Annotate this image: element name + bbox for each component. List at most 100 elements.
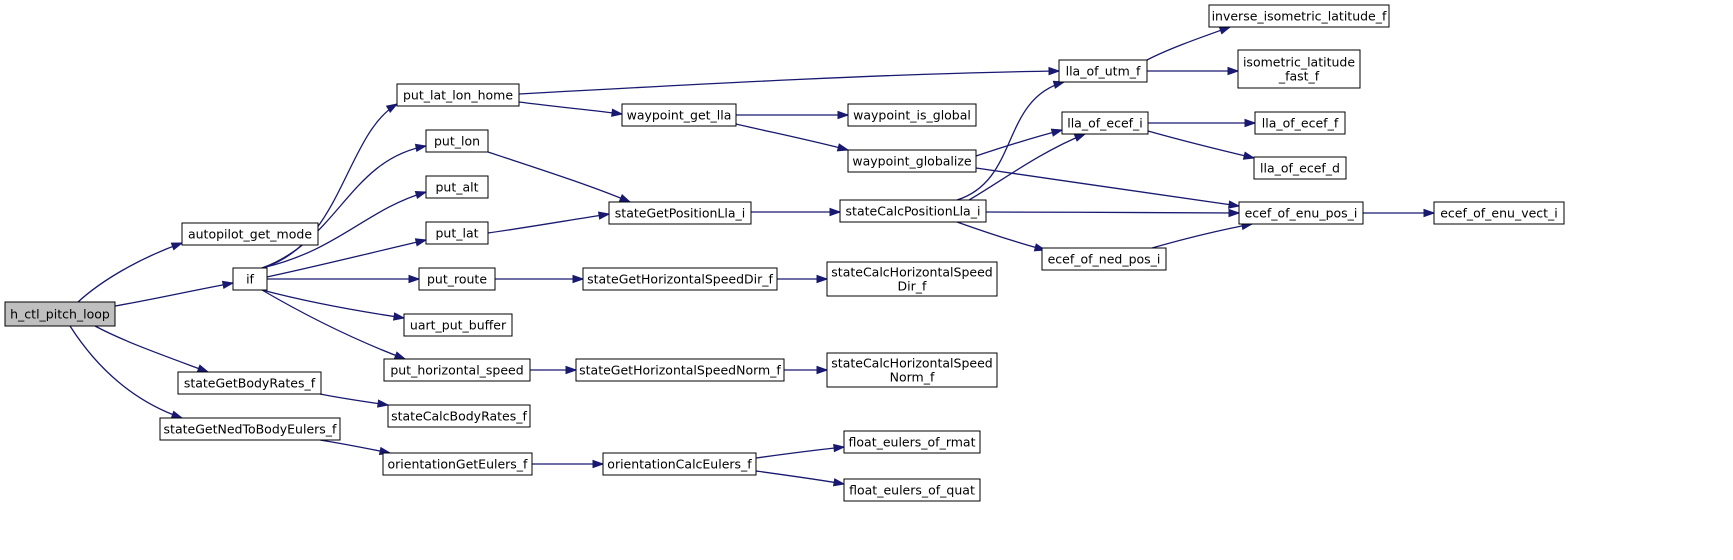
- node-box[interactable]: [621, 103, 737, 127]
- node-box[interactable]: [1254, 111, 1346, 135]
- node-box[interactable]: [396, 83, 520, 107]
- node-put_horizontal_speed[interactable]: put_horizontal_speed: [383, 358, 531, 382]
- node-box[interactable]: [425, 129, 489, 153]
- node-ecef_of_ned_pos_i[interactable]: ecef_of_ned_pos_i: [1041, 247, 1167, 271]
- node-put_alt[interactable]: put_alt: [425, 175, 489, 199]
- edge-lla_of_utm_f-to-inverse_isometric_latitude_f: [1146, 26, 1232, 61]
- node-box[interactable]: [575, 358, 785, 382]
- edge-line: [1146, 26, 1231, 61]
- node-label: lla_of_ecef_i: [1067, 116, 1143, 131]
- node-put_lat_lon_home[interactable]: put_lat_lon_home: [396, 83, 520, 107]
- node-put_lon[interactable]: put_lon: [425, 129, 489, 153]
- node-label: put_route: [427, 272, 487, 287]
- edge-arrowhead: [1228, 208, 1241, 218]
- node-box[interactable]: [582, 267, 778, 291]
- edge-arrowhead: [392, 312, 406, 321]
- node-box[interactable]: [826, 261, 998, 297]
- edge-if-to-put_lat_lon_home: [261, 103, 399, 269]
- node-box[interactable]: [177, 371, 322, 395]
- edge-if-to-put_horizontal_speed: [261, 289, 407, 360]
- edge-ecef_of_ned_pos_i-to-ecef_of_enu_pos_i: [1151, 221, 1254, 249]
- node-box[interactable]: [847, 149, 977, 173]
- node-label: _fast_f: [1278, 69, 1320, 84]
- node-inverse_isometric_latitude_f[interactable]: inverse_isometric_latitude_f: [1208, 4, 1390, 28]
- node-box[interactable]: [602, 452, 757, 476]
- node-stateGetPositionLla_i[interactable]: stateGetPositionLla_i: [608, 201, 752, 225]
- node-box[interactable]: [1058, 59, 1148, 83]
- node-box[interactable]: [826, 352, 998, 388]
- node-isometric_latitude_fast_f[interactable]: isometric_latitude_fast_f: [1237, 49, 1361, 89]
- node-stateGetHorizontalSpeedDir_f[interactable]: stateGetHorizontalSpeedDir_f: [582, 267, 778, 291]
- node-label: lla_of_ecef_f: [1262, 116, 1339, 131]
- node-box[interactable]: [425, 175, 489, 199]
- node-lla_of_ecef_f[interactable]: lla_of_ecef_f: [1254, 111, 1346, 135]
- node-ecef_of_enu_vect_i[interactable]: ecef_of_enu_vect_i: [1433, 201, 1565, 225]
- node-box[interactable]: [383, 358, 531, 382]
- node-box[interactable]: [1253, 156, 1347, 180]
- node-stateCalcPositionLla_i[interactable]: stateCalcPositionLla_i: [839, 199, 987, 223]
- node-lla_of_ecef_d[interactable]: lla_of_ecef_d: [1253, 156, 1347, 180]
- node-box[interactable]: [387, 404, 531, 428]
- node-box[interactable]: [839, 199, 987, 223]
- node-label: ecef_of_ned_pos_i: [1048, 252, 1161, 267]
- node-put_route[interactable]: put_route: [418, 267, 496, 291]
- edge-arrowhead: [832, 478, 846, 487]
- node-box[interactable]: [847, 103, 977, 127]
- edge-waypoint_globalize-to-ecef_of_enu_pos_i: [975, 167, 1241, 209]
- edge-stateCalcPositionLla_i-to-lla_of_ecef_i: [968, 133, 1087, 201]
- node-orientationGetEulers_f[interactable]: orientationGetEulers_f: [382, 452, 533, 476]
- node-box[interactable]: [418, 267, 496, 291]
- edge-if-to-uart_put_buffer: [261, 289, 406, 321]
- node-box[interactable]: [425, 221, 489, 245]
- node-ecef_of_enu_pos_i[interactable]: ecef_of_enu_pos_i: [1238, 201, 1364, 225]
- node-stateGetBodyRates_f[interactable]: stateGetBodyRates_f: [177, 371, 322, 395]
- edge-line: [975, 129, 1063, 157]
- node-orientationCalcEulers_f[interactable]: orientationCalcEulers_f: [602, 452, 757, 476]
- node-box[interactable]: [608, 201, 752, 225]
- edge-arrowhead: [1423, 208, 1436, 218]
- edge-line: [319, 439, 391, 454]
- edge-h_ctl_pitch_loop-to-stateGetBodyRates_f: [94, 325, 210, 373]
- edge-if-to-put_lon: [261, 143, 428, 269]
- node-h_ctl_pitch_loop[interactable]: h_ctl_pitch_loop: [4, 301, 116, 327]
- node-box[interactable]: [159, 417, 341, 441]
- node-label: float_eulers_of_quat: [849, 483, 975, 498]
- edge-arrowhead: [1227, 66, 1240, 76]
- node-box[interactable]: [403, 313, 513, 337]
- node-waypoint_globalize[interactable]: waypoint_globalize: [847, 149, 977, 173]
- node-box[interactable]: [1208, 4, 1390, 28]
- node-box[interactable]: [232, 267, 268, 291]
- edge-put_lon-to-stateGetPositionLla_i: [487, 151, 632, 203]
- node-box[interactable]: [1433, 201, 1565, 225]
- node-waypoint_is_global[interactable]: waypoint_is_global: [847, 103, 977, 127]
- node-autopilot_get_mode[interactable]: autopilot_get_mode: [181, 222, 319, 246]
- node-box[interactable]: [1237, 49, 1361, 89]
- node-put_lat[interactable]: put_lat: [425, 221, 489, 245]
- node-stateCalcBodyRates_f[interactable]: stateCalcBodyRates_f: [387, 404, 531, 428]
- edge-stateCalcPositionLla_i-to-ecef_of_ned_pos_i: [956, 221, 1047, 252]
- node-box[interactable]: [1061, 111, 1149, 135]
- node-stateGetNedToBodyEulers_f[interactable]: stateGetNedToBodyEulers_f: [159, 417, 341, 441]
- node-float_eulers_of_quat[interactable]: float_eulers_of_quat: [843, 478, 981, 502]
- node-waypoint_get_lla[interactable]: waypoint_get_lla: [621, 103, 737, 127]
- node-box[interactable]: [382, 452, 533, 476]
- edge-h_ctl_pitch_loop-to-autopilot_get_mode: [77, 242, 184, 303]
- edge-lla_of_ecef_i-to-lla_of_ecef_d: [1147, 130, 1256, 160]
- node-box[interactable]: [181, 222, 319, 246]
- node-box[interactable]: [1041, 247, 1167, 271]
- node-float_eulers_of_rmat[interactable]: float_eulers_of_rmat: [843, 430, 981, 454]
- node-if[interactable]: if: [232, 267, 268, 291]
- node-box[interactable]: [843, 478, 981, 502]
- edge-arrowhead: [1242, 151, 1256, 160]
- node-box[interactable]: [843, 430, 981, 454]
- node-lla_of_ecef_i[interactable]: lla_of_ecef_i: [1061, 111, 1149, 135]
- node-box[interactable]: [4, 301, 116, 327]
- edge-arrowhead: [1228, 200, 1241, 209]
- node-stateGetHorizontalSpeedNorm_f[interactable]: stateGetHorizontalSpeedNorm_f: [575, 358, 785, 382]
- node-box[interactable]: [1238, 201, 1364, 225]
- node-uart_put_buffer[interactable]: uart_put_buffer: [403, 313, 513, 337]
- node-lla_of_utm_f[interactable]: lla_of_utm_f: [1058, 59, 1148, 83]
